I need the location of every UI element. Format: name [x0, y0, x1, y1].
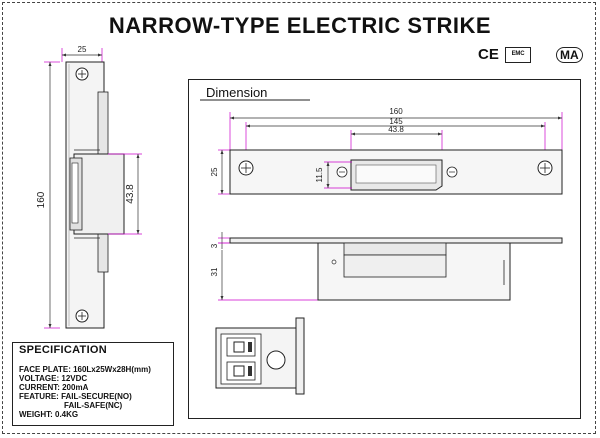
spec-line: VOLTAGE: 12VDC [19, 374, 88, 383]
spec-line: FACE PLATE: 160Lx25Wx28H(mm) [19, 365, 151, 374]
page-title: NARROW-TYPE ELECTRIC STRIKE [108, 13, 492, 38]
left-width-label: 25 [78, 45, 87, 54]
specification-panel [12, 342, 174, 426]
left-latch-label: 43.8 [125, 184, 136, 204]
end-view-drawing [215, 317, 305, 395]
outer-frame [2, 2, 596, 434]
left-strike-drawing: 25 160 43.8 [36, 45, 142, 329]
ma-mark: MA [556, 47, 583, 63]
front-latch-height: 11.5 [315, 167, 324, 183]
dimension-panel [188, 79, 581, 419]
front-view-drawing: 160 145 43.8 25 [210, 107, 563, 195]
emc-mark: EMC [505, 47, 531, 63]
side-body-depth: 31 [210, 267, 219, 276]
front-overall-length: 160 [389, 107, 403, 116]
front-latch-length: 43.8 [388, 125, 404, 134]
spec-line: FEATURE: FAIL-SECURE(NO) [19, 392, 132, 401]
ce-mark: CE [478, 46, 499, 63]
side-view-drawing: 3 31 [210, 232, 563, 301]
front-plate-height: 25 [210, 167, 219, 176]
dimension-title: Dimension [206, 85, 268, 100]
front-hole-spacing: 145 [389, 117, 403, 126]
spec-line: CURRENT: 200mA [19, 383, 89, 392]
specification-title: SPECIFICATION [19, 344, 108, 356]
spec-line: WEIGHT: 0.4KG [19, 410, 79, 419]
left-height-label: 160 [36, 191, 47, 208]
side-plate-thickness: 3 [210, 243, 219, 248]
spec-line: FAIL-SAFE(NC) [64, 401, 123, 410]
